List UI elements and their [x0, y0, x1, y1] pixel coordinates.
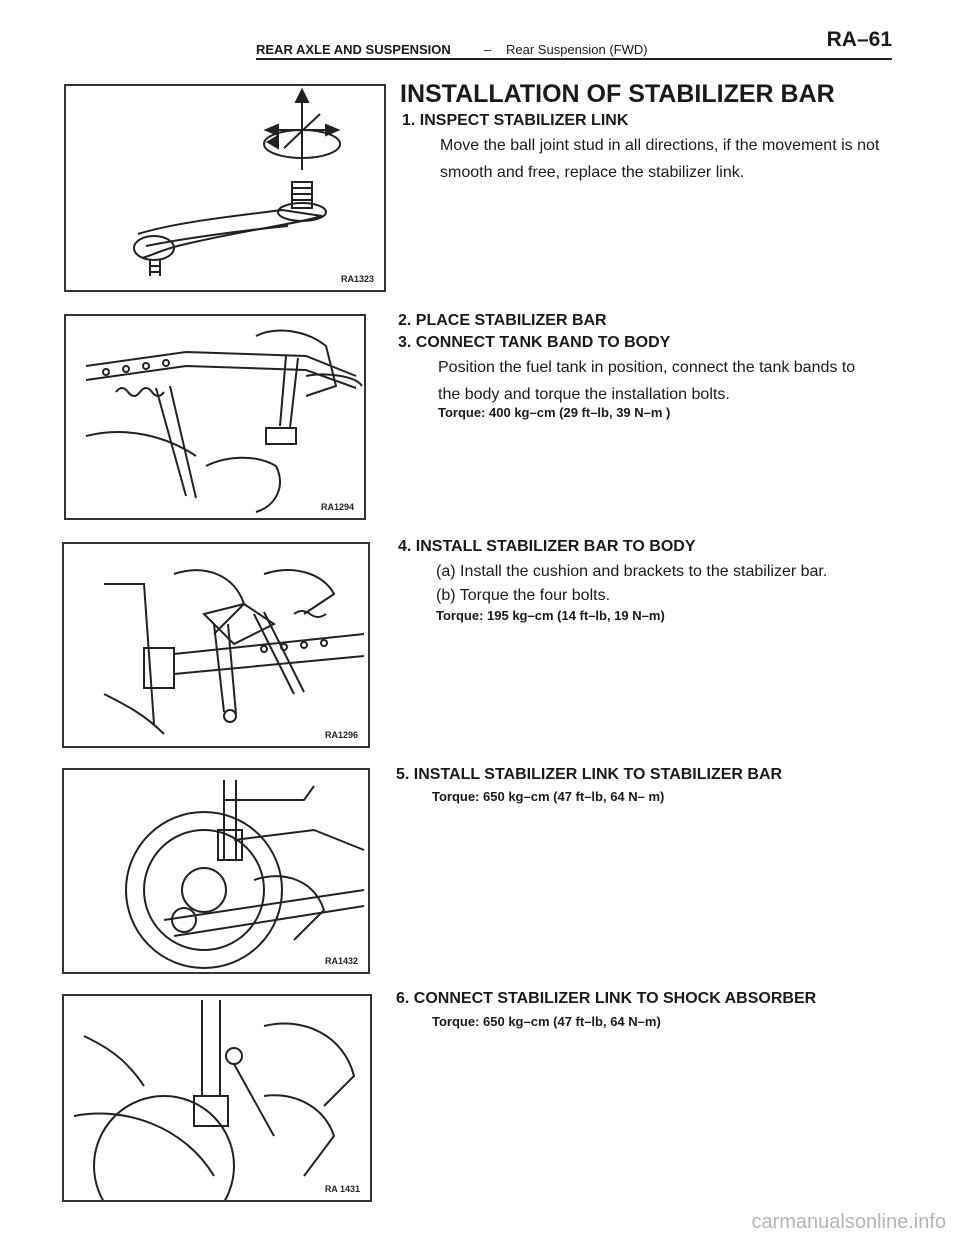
step-4-body-a: (a) Install the cushion and brackets to … — [436, 563, 828, 580]
page-number: RA–61 — [826, 28, 892, 51]
stabilizer-body-illustration — [103, 569, 365, 735]
figure-code: RA1432 — [324, 956, 358, 966]
figure-code: RA 1431 — [324, 1184, 360, 1194]
step-3-body: Position the fuel tank in position, conn… — [438, 359, 856, 403]
step-6-torque: Torque: 650 kg–cm (47 ft–lb, 64 N–m) — [432, 1014, 661, 1029]
step-4-body-b: (b) Torque the four bolts. — [436, 587, 611, 604]
figure-stabilizer-to-body: RA1296 — [62, 542, 370, 748]
link-bar-illustration — [125, 780, 365, 969]
header-separator: – — [484, 42, 492, 57]
tank-band-illustration — [85, 329, 363, 513]
stabilizer-link-illustration — [133, 87, 341, 276]
figure-link-to-shock: RA 1431 — [62, 994, 372, 1202]
figure-link-to-bar: RA1432 — [62, 768, 370, 974]
page-header: REAR AXLE AND SUSPENSION – Rear Suspensi… — [256, 28, 892, 60]
figure-code: RA1296 — [324, 730, 358, 740]
step-4-torque: Torque: 195 kg–cm (14 ft–lb, 19 N–m) — [436, 608, 665, 623]
header-subsection: Rear Suspension (FWD) — [506, 42, 648, 57]
step-5-heading: 5. INSTALL STABILIZER LINK TO STABILIZER… — [396, 766, 783, 783]
link-shock-illustration — [73, 1000, 356, 1200]
step-6-heading: 6. CONNECT STABILIZER LINK TO SHOCK ABSO… — [396, 990, 817, 1007]
step-2-heading: 2. PLACE STABILIZER BAR — [398, 312, 607, 329]
figure-code: RA1294 — [320, 502, 354, 512]
page-title: INSTALLATION OF STABILIZER BAR — [400, 80, 835, 108]
step-3-torque: Torque: 400 kg–cm (29 ft–lb, 39 N–m ) — [438, 405, 671, 420]
watermark: carmanualsonline.info — [751, 1211, 946, 1233]
figure-code: RA1323 — [340, 274, 374, 284]
step-1-body: Move the ball joint stud in all directio… — [440, 137, 880, 181]
figure-tank-band: RA1294 — [64, 314, 366, 520]
figure-stabilizer-link: RA1323 — [64, 84, 386, 292]
step-4-heading: 4. INSTALL STABILIZER BAR TO BODY — [398, 538, 696, 555]
header-rule — [256, 58, 892, 60]
step-1-heading: 1. INSPECT STABILIZER LINK — [402, 112, 629, 129]
step-3-heading: 3. CONNECT TANK BAND TO BODY — [398, 334, 671, 351]
step-5-torque: Torque: 650 kg–cm (47 ft–lb, 64 N– m) — [432, 789, 665, 804]
header-section: REAR AXLE AND SUSPENSION — [256, 42, 451, 57]
